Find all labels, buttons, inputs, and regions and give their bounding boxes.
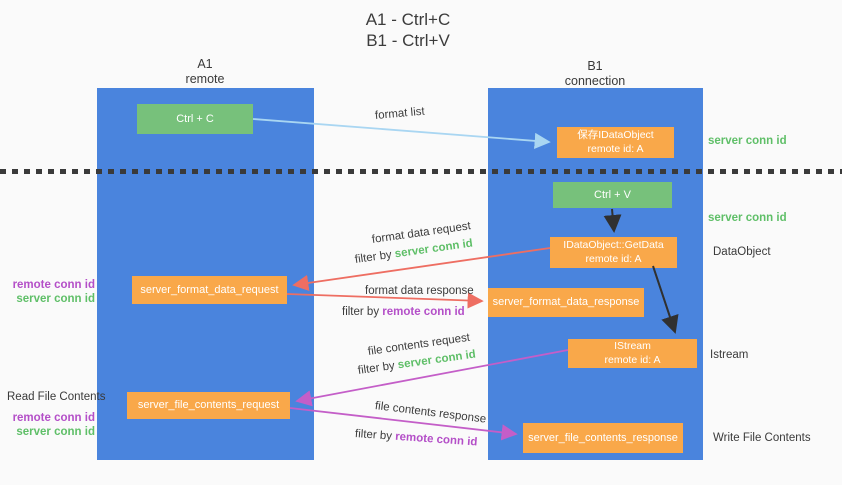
filter-by-text: filter by [354, 428, 396, 443]
node-server-file-contents-request: server_file_contents_request [127, 392, 290, 419]
node-server-format-data-request: server_format_data_request [132, 276, 287, 304]
node-istream: IStream remote id: A [568, 339, 697, 368]
node-idataobject-getdata: IDataObject::GetData remote id: A [550, 237, 677, 268]
filter-by-remote-conn-id-label-1: filter by remote conn id [342, 306, 465, 318]
node-server-format-data-response: server_format_data_response [488, 288, 644, 317]
lane-b1-subtitle: connection [564, 73, 626, 88]
annotation-remote-conn-id-bottom: remote conn id [12, 412, 95, 424]
page-title: A1 - Ctrl+C B1 - Ctrl+V [288, 9, 528, 51]
node-istream-line2: remote id: A [604, 353, 661, 366]
filter-by-remote-conn-id-label-2: filter by remote conn id [355, 428, 478, 449]
lane-a1-header: A1 remote [145, 57, 265, 87]
annotation-server-conn-id-left-top: server conn id [16, 293, 95, 306]
node-file-response-label: server_file_contents_response [528, 431, 678, 444]
remote-conn-id-text: remote conn id [394, 430, 478, 449]
title-line-1: A1 - Ctrl+C [365, 10, 451, 29]
separator-dotted-line [0, 169, 842, 174]
title-line-2: B1 - Ctrl+V [366, 31, 450, 51]
filter-by-text: filter by [354, 248, 396, 266]
file-contents-response-label: file contents response [374, 400, 487, 426]
annotation-server-conn-id-mid: server conn id [708, 212, 787, 224]
node-file-request-label: server_file_contents_request [137, 399, 280, 412]
node-save-idataobject-line2: remote id: A [587, 142, 644, 155]
lane-b1-header: B1 connection [535, 59, 655, 89]
format-data-response-label: format data response [365, 285, 474, 297]
node-ctrl-v-label: Ctrl + V [594, 188, 631, 201]
node-istream-line1: IStream [614, 339, 651, 352]
annotation-server-conn-id-left-bottom: server conn id [16, 426, 95, 439]
remote-conn-id-text: remote conn id [382, 306, 465, 318]
format-list-label: format list [374, 105, 426, 122]
annotation-write-file-contents: Write File Contents [713, 432, 811, 444]
filter-by-text: filter by [342, 306, 383, 318]
annotation-remote-conn-id-top: remote conn id [12, 279, 95, 291]
filter-by-text: filter by [357, 359, 399, 377]
lane-a1-subtitle: remote [185, 71, 225, 86]
node-ctrl-c-label: Ctrl + C [176, 112, 214, 125]
annotation-read-file-contents: Read File Contents [7, 391, 106, 403]
node-save-idataobject-line1: 保存IDataObject [577, 128, 654, 141]
annotation-conn-ids-bottom: remote conn id server conn id [0, 411, 95, 440]
node-ctrl-v: Ctrl + V [553, 182, 672, 208]
lane-a1-name: A1 [197, 57, 213, 71]
node-getdata-line2: remote id: A [585, 252, 642, 265]
node-format-request-label: server_format_data_request [140, 283, 279, 296]
node-format-response-label: server_format_data_response [492, 296, 640, 309]
node-ctrl-c: Ctrl + C [137, 104, 253, 134]
annotation-istream: Istream [710, 349, 749, 361]
node-save-idataobject: 保存IDataObject remote id: A [557, 127, 674, 158]
node-server-file-contents-response: server_file_contents_response [523, 423, 683, 453]
annotation-server-conn-id-top: server conn id [708, 135, 787, 147]
annotation-dataobject: DataObject [713, 246, 771, 258]
annotation-conn-ids-top: remote conn id server conn id [0, 278, 95, 307]
lane-b1-name: B1 [587, 59, 603, 73]
node-getdata-line1: IDataObject::GetData [563, 238, 664, 251]
